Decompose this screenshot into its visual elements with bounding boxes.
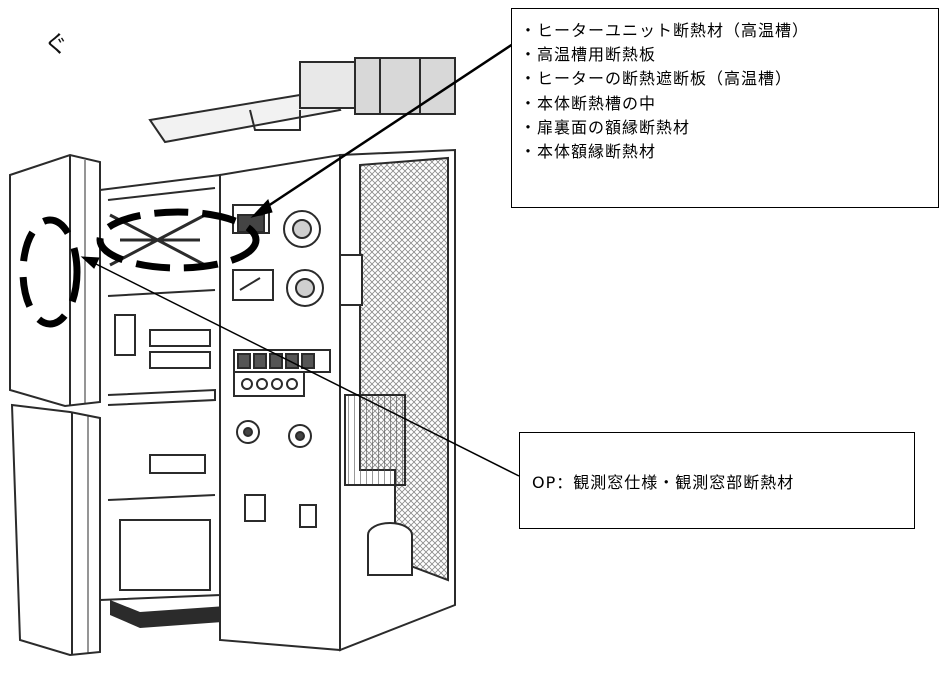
list-item: ・本体額縁断熱材: [520, 142, 657, 162]
heater-highlight: [96, 208, 260, 272]
control-panel: [219, 153, 341, 652]
upper-door: [9, 153, 101, 408]
top-duct: [148, 57, 456, 144]
highlight-markers: [19, 208, 260, 328]
observation-window-callout: OP：観測窓仕様・観測窓部断熱材: [519, 432, 915, 529]
interior-frame: [99, 173, 221, 601]
list-item: ・扉裏面の額縁断熱材: [520, 117, 691, 137]
list-item: ・ヒーターユニット断熱材（高温槽）: [520, 21, 810, 40]
switch-2: [299, 504, 317, 528]
observation-window-label: OP：観測窓仕様・観測窓部断熱材: [532, 472, 795, 492]
lower-door: [10, 403, 101, 657]
switch-1: [244, 494, 266, 522]
door-frame-highlight: [19, 216, 81, 328]
list-item: ・高温槽用断熱板: [520, 45, 657, 65]
cabinet-side: [339, 148, 456, 652]
insulation-parts-callout: ・ヒーターユニット断熱材（高温槽） ・高温槽用断熱板 ・ヒーターの断熱遮断板（高…: [511, 8, 939, 208]
insulation-list: ・ヒーターユニット断熱材（高温槽） ・高温槽用断熱板 ・ヒーターの断熱遮断板（高…: [520, 19, 938, 164]
list-item: ・ヒーターの断熱遮断板（高温槽）: [520, 69, 793, 89]
leader-lines: [80, 42, 520, 477]
meter-2: [232, 269, 274, 301]
list-item: ・本体断熱槽の中: [520, 93, 657, 113]
edge-text-fragment: ぐ: [44, 30, 68, 58]
